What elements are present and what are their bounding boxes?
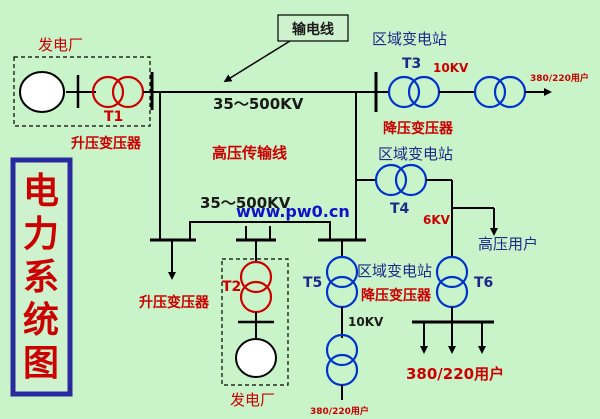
plant-bottom-label: 发电厂 xyxy=(230,391,275,409)
t5-label: T5 xyxy=(303,275,322,291)
region-sub-bottom-label: 区域变电站 xyxy=(357,262,432,280)
hv-user-label: 高压用户 xyxy=(478,235,538,253)
t5-transformer-icon xyxy=(325,255,359,289)
user-bottom-left-label: 380/220用户 xyxy=(310,405,369,417)
voltage-mid-label: 35～500KV xyxy=(200,194,291,212)
user-top-label: 380/220用户 xyxy=(530,72,589,84)
title-char-2: 系 xyxy=(23,257,59,298)
t5-transformer-icon-2 xyxy=(325,275,359,309)
title-char-1: 力 xyxy=(23,214,59,255)
title-char-4: 图 xyxy=(23,343,59,384)
region-sub-top-label: 区域变电站 xyxy=(372,30,447,48)
generator-bottom-icon xyxy=(235,338,277,378)
t6-label: T6 xyxy=(474,275,493,291)
t5b-transformer-icon xyxy=(325,333,359,367)
title-frame xyxy=(10,157,73,397)
step-down-t3-label: 降压变压器 xyxy=(383,120,454,137)
t1-label: T1 xyxy=(104,109,123,125)
transmission-line-pointer xyxy=(223,40,291,83)
t4-label: T4 xyxy=(390,201,410,217)
t6-transformer-icon-2 xyxy=(435,275,469,309)
t2-label: T2 xyxy=(222,279,241,295)
t1-transformer-icon xyxy=(91,75,125,109)
region-sub-mid-label: 区域变电站 xyxy=(378,145,453,163)
title-char-3: 统 xyxy=(23,300,59,341)
hv-line-label: 高压传输线 xyxy=(212,144,287,162)
step-down-t5-label: 降压变压器 xyxy=(361,287,432,304)
title-char-0: 电 xyxy=(23,171,59,212)
step-up-t2-label: 升压变压器 xyxy=(139,294,210,311)
t6-transformer-icon xyxy=(435,255,469,289)
kv10-bottom-label: 10KV xyxy=(348,315,384,329)
watermark: www.pw0.cn xyxy=(236,202,350,221)
t2-transformer-icon xyxy=(239,260,273,294)
power-plant-top: 发电厂 T1 xyxy=(13,36,151,127)
transmission-line-tag-text: 输电线 xyxy=(292,21,334,38)
t4-transformer-icon-2 xyxy=(394,163,428,197)
step-up-t1-label: 升压变压器 xyxy=(71,135,142,152)
t1-transformer-icon-2 xyxy=(111,75,145,109)
t3-transformer-icon-2 xyxy=(407,75,441,109)
transmission-line-tag: 输电线 xyxy=(223,14,349,83)
title-box: 电 力 系 统 图 xyxy=(10,157,73,397)
t3-label: T3 xyxy=(402,56,421,72)
generator-top-icon xyxy=(19,71,65,113)
transmission-line-tag-box xyxy=(277,14,349,42)
t3b-transformer-icon xyxy=(473,75,507,109)
user-bottom-right-label: 380/220用户 xyxy=(406,365,504,383)
plant-top-label: 发电厂 xyxy=(38,36,83,54)
t3-transformer-icon xyxy=(387,75,421,109)
mid-loop-line xyxy=(189,221,331,240)
t5b-transformer-icon-2 xyxy=(325,353,359,387)
t4-transformer-icon xyxy=(374,163,408,197)
t3b-transformer-icon-2 xyxy=(493,75,527,109)
t2-transformer-icon-2 xyxy=(239,280,273,314)
kv10-top-label: 10KV xyxy=(433,61,469,75)
voltage-main-label: 35～500KV xyxy=(213,95,304,113)
kv6-label: 6KV xyxy=(423,213,451,227)
plant-bottom-frame xyxy=(221,258,289,386)
